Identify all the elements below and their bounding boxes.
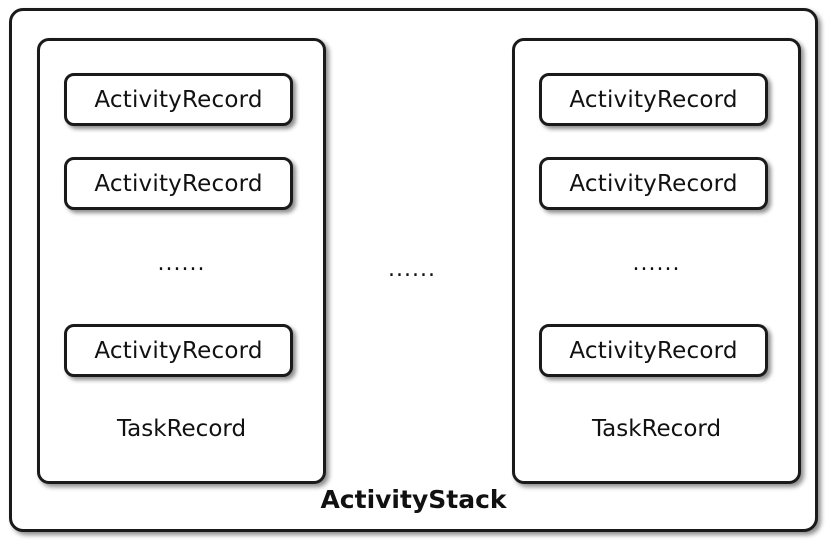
- activity-record-box: ActivityRecord: [64, 324, 293, 377]
- activity-record-box: ActivityRecord: [64, 73, 293, 126]
- task-record-label: TaskRecord: [591, 416, 722, 442]
- between-tasks-ellipsis: ......: [388, 257, 436, 282]
- activity-record-label: ActivityRecord: [94, 337, 263, 364]
- activity-record-label: ActivityRecord: [569, 86, 738, 113]
- activity-record-box: ActivityRecord: [64, 157, 293, 210]
- task-record-box-1: ActivityRecord ActivityRecord ...... Act…: [37, 38, 326, 484]
- activity-record-box: ActivityRecord: [539, 157, 768, 210]
- activity-record-label: ActivityRecord: [569, 337, 738, 364]
- activity-record-box: ActivityRecord: [539, 73, 768, 126]
- activity-stack-label: ActivityStack: [320, 485, 507, 514]
- task-record-label: TaskRecord: [116, 416, 247, 442]
- activity-record-label: ActivityRecord: [569, 170, 738, 197]
- activity-stack-container: ActivityRecord ActivityRecord ...... Act…: [9, 8, 818, 532]
- task-ellipsis: ......: [632, 251, 681, 276]
- activity-record-label: ActivityRecord: [94, 170, 263, 197]
- task-ellipsis: ......: [157, 251, 206, 276]
- activity-record-box: ActivityRecord: [539, 324, 768, 377]
- activity-record-label: ActivityRecord: [94, 86, 263, 113]
- task-record-box-2: ActivityRecord ActivityRecord ...... Act…: [512, 38, 801, 484]
